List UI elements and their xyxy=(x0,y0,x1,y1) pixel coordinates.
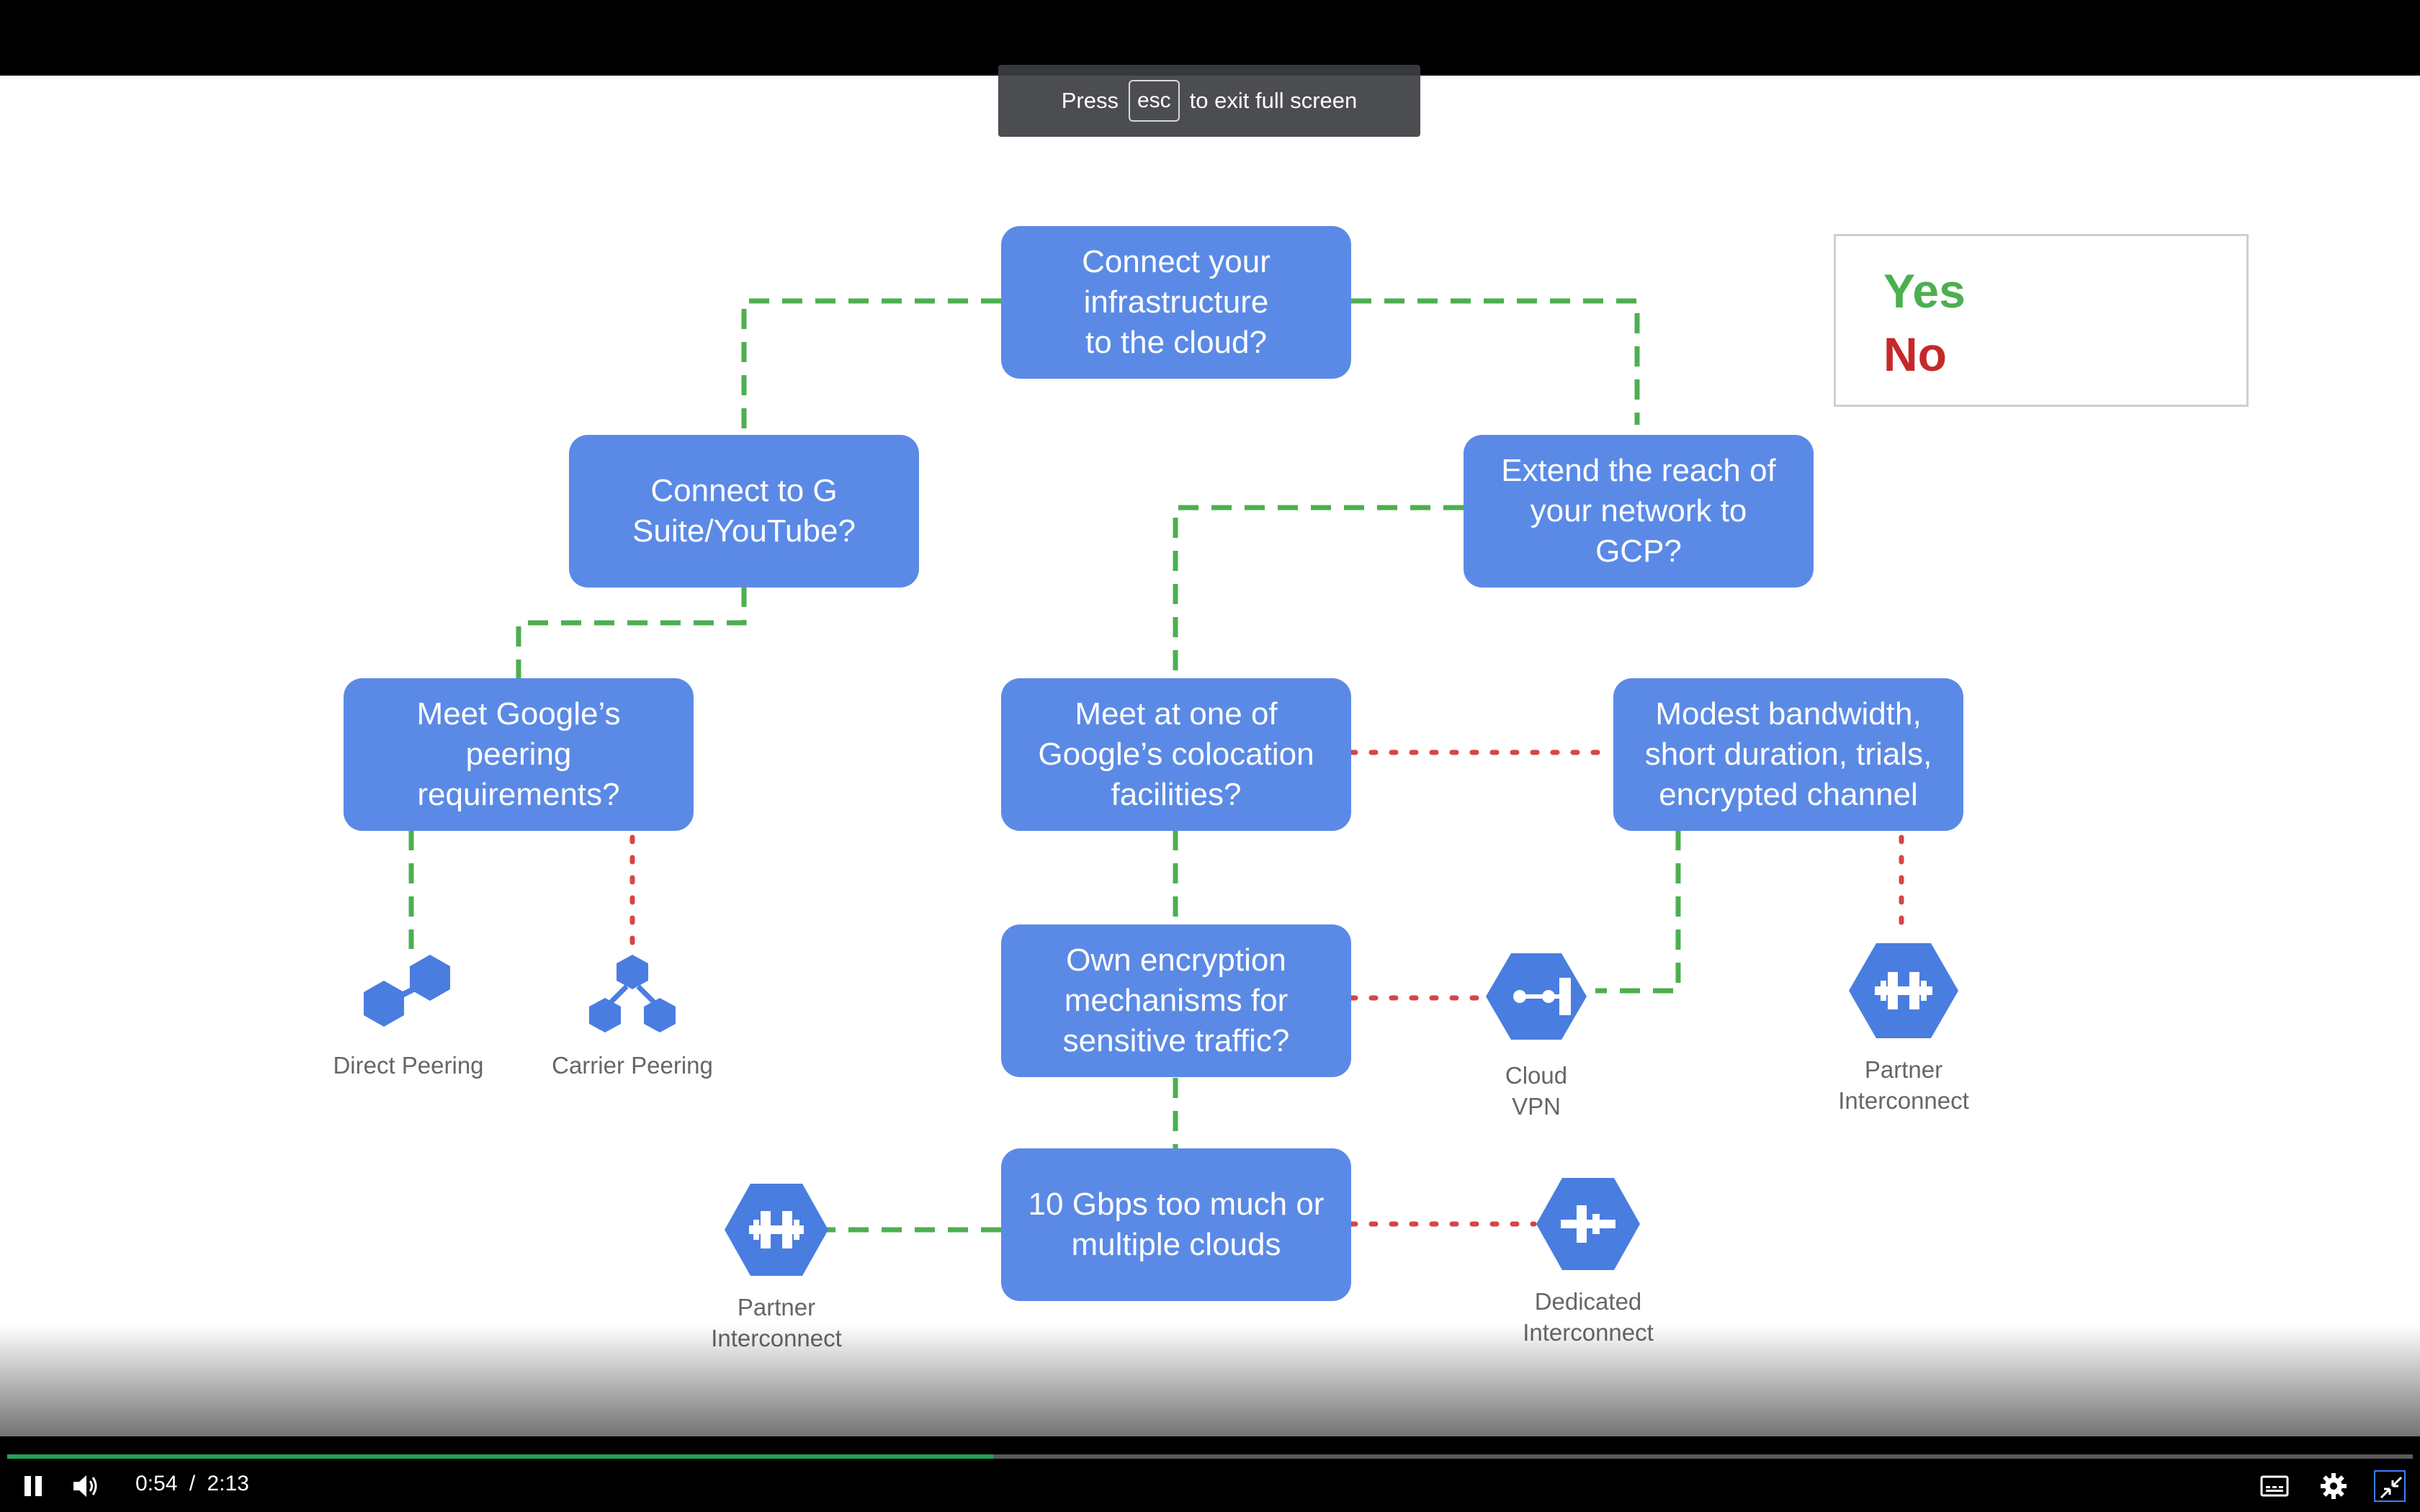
pause-icon xyxy=(24,1476,42,1496)
esc-key-badge: esc xyxy=(1128,80,1180,122)
legend-no-label: No xyxy=(1883,328,1947,381)
volume-icon xyxy=(73,1475,97,1497)
toast-prefix: Press xyxy=(1061,88,1119,113)
carrier-peering-label: Carrier Peering xyxy=(552,1052,713,1079)
toast-suffix: to exit full screen xyxy=(1189,88,1358,113)
direct-peering-label: Direct Peering xyxy=(333,1052,484,1079)
carrier-peering-icon xyxy=(589,955,676,1032)
legend-yes-label: Yes xyxy=(1883,264,1966,318)
captions-icon xyxy=(2260,1475,2289,1497)
progress-bar[interactable] xyxy=(7,1454,2413,1459)
settings-icon xyxy=(2321,1473,2347,1499)
exit-fullscreen-icon xyxy=(2380,1476,2403,1499)
no-connectors xyxy=(629,750,1904,1227)
cloud-vpn-label: Cloud VPN xyxy=(1505,1062,1568,1120)
question-gsuite-youtube: Connect to G Suite/YouTube? xyxy=(569,435,919,588)
cloud-vpn-icon xyxy=(1486,953,1587,1040)
player-controls-bar xyxy=(0,1436,2420,1512)
question-peering-requirements: Meet Google’s peering requirements? xyxy=(344,678,694,831)
question-extend-network: Extend the reach of your network to GCP? xyxy=(1464,435,1814,588)
question-connect-infrastructure: Connect your infrastructure to the cloud… xyxy=(1001,226,1351,379)
time-separator: / xyxy=(189,1472,196,1495)
question-10gbps: 10 Gbps too much or multiple clouds xyxy=(1001,1148,1351,1301)
question-modest-bandwidth: Modest bandwidth, short duration, trials… xyxy=(1613,678,1963,831)
question-colocation: Meet at one of Google’s colocation facil… xyxy=(1001,678,1351,831)
pause-button[interactable] xyxy=(17,1470,49,1502)
current-time: 0:54 xyxy=(135,1472,178,1495)
progress-fill xyxy=(7,1454,994,1459)
time-display: 0:54 / 2:13 xyxy=(135,1472,249,1496)
duration: 2:13 xyxy=(207,1472,249,1495)
dedicated-interconnect-icon xyxy=(1536,1178,1640,1270)
fullscreen-toast: Press esc to exit full screen xyxy=(998,65,1420,137)
partner-interconnect-icon-left xyxy=(725,1184,828,1276)
volume-button[interactable] xyxy=(69,1470,101,1502)
direct-peering-icon xyxy=(364,955,450,1027)
question-own-encryption: Own encryption mechanisms for sensitive … xyxy=(1001,924,1351,1077)
controls-gradient xyxy=(0,1325,2420,1436)
partner-interconnect-icon xyxy=(1849,943,1958,1038)
captions-button[interactable] xyxy=(2259,1470,2290,1502)
yes-connectors xyxy=(408,298,1681,1233)
exit-fullscreen-button[interactable] xyxy=(2374,1470,2406,1502)
settings-button[interactable] xyxy=(2318,1470,2349,1502)
legend: Yes No xyxy=(1834,234,2249,407)
partner-interconnect-label: Partner Interconnect xyxy=(1838,1056,1969,1114)
